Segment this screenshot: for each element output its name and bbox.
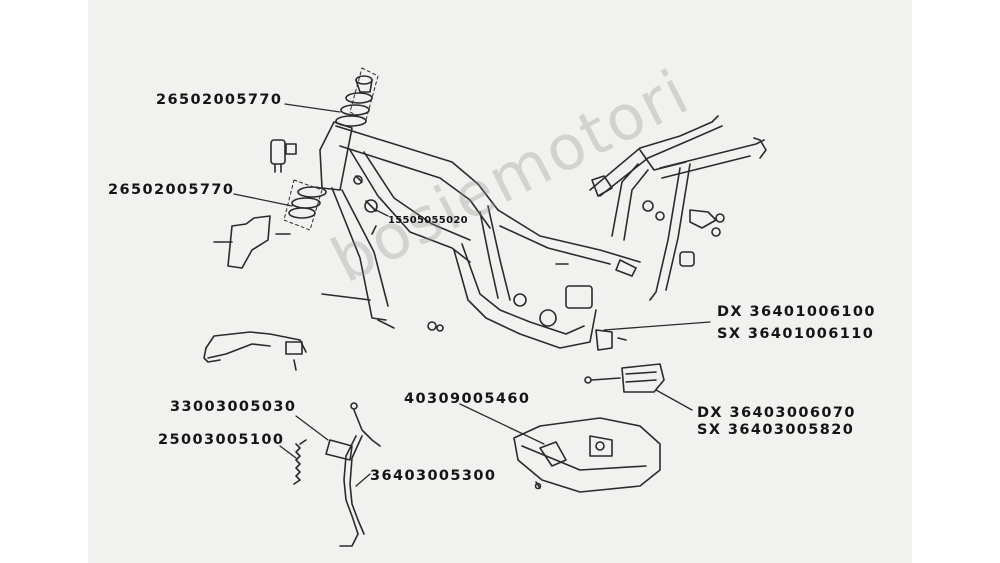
skid-plate	[513, 417, 661, 493]
side-stand	[293, 402, 381, 547]
part-number-footpeg-bracket-dx: DX 36401006100	[717, 304, 876, 320]
part-number-footpeg-bracket-sx: SX 36401006110	[717, 326, 875, 342]
leader-lines	[233, 103, 711, 487]
part-number-side-stand: 36403005300	[370, 468, 497, 484]
footpeg	[584, 363, 665, 393]
part-number-steering-bearing-upper: 26502005770	[156, 92, 283, 108]
steering-head-parts	[270, 67, 379, 231]
part-number-frame-screw: 15505055020	[388, 215, 468, 226]
part-number-skid-plate: 40309005460	[404, 391, 531, 407]
part-number-stand-rubber: 33003005030	[170, 399, 297, 415]
diagram-sheet	[88, 0, 912, 563]
part-number-footpeg-dx: DX 36403006070	[697, 405, 856, 421]
rear-subframe	[589, 115, 767, 301]
fasteners	[213, 199, 725, 351]
part-number-steering-bearing-lower: 26502005770	[108, 182, 235, 198]
part-number-footpeg-sx: SX 36403005820	[697, 422, 855, 438]
brake-pedal	[203, 331, 307, 371]
part-number-stand-spring: 25003005100	[158, 432, 285, 448]
main-frame	[319, 121, 641, 349]
